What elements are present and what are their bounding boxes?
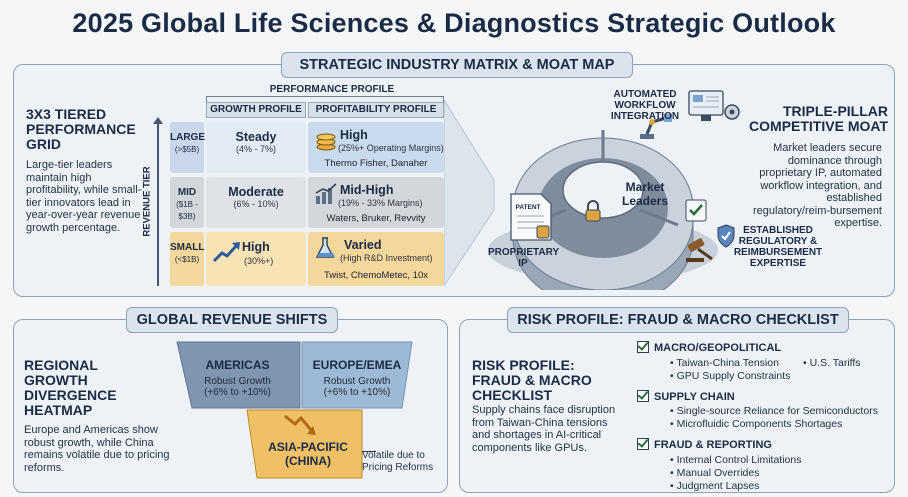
region-americas: AMERICAS Robust Growth (+6% to +10%) [180,358,295,398]
checklist-clipboard-icon [685,199,707,222]
risk-item: Judgment Lapses [670,480,760,492]
revenue-description: Europe and Americas show robust growth, … [24,424,170,474]
region-europe-range: (+6% to +10%) [323,387,391,398]
moat-description: Market leaders secure dominance through … [753,142,882,229]
checkbox-checked-icon [637,341,649,353]
mid-growth-range: (6% - 10%) [233,199,279,209]
revenue-tier-axis [157,122,159,286]
risk-item: GPU Supply Constraints [670,370,791,382]
page-title: 2025 Global Life Sciences & Diagnostics … [72,8,836,38]
bar-chart-icon [315,183,337,204]
checkbox-checked-icon [637,390,649,402]
coin-stack-icon [316,133,336,151]
risk-item: U.S. Tariffs [803,357,861,369]
tier-large-range: (>$5B) [174,145,200,154]
large-growth-value: Steady [235,130,277,144]
region-americas-range: (+6% to +10%) [204,387,271,398]
moat-diagram [488,130,718,290]
patent-document-icon [510,193,552,241]
risk-heading: RISK PROFILE: FRAUD & MACRO CHECKLIST [472,357,592,403]
regional-heatmap [176,341,413,479]
macro-group-title: MACRO/GEOPOLITICAL [637,341,781,354]
pillar-automation-label: AUTOMATED WORKFLOW INTEGRATION [610,89,680,122]
growth-profile-header: GROWTH PROFILE [206,102,306,118]
volatility-zigzag-arrow-icon [284,414,316,435]
small-growth-cell: High (30%+) [206,232,306,286]
matrix-connector-wedge [444,100,495,287]
region-americas-trend: Robust Growth [204,376,271,387]
large-companies: Thermo Fisher, Danaher [324,158,428,169]
mid-profit-range: (19% - 33% Margins) [338,198,423,208]
matrix-banner: STRATEGIC INDUSTRY MATRIX & MOAT MAP [281,52,633,78]
performance-profile-bracket [206,96,444,102]
region-americas-name: AMERICAS [205,358,270,372]
lab-flask-icon [315,237,335,258]
large-profit-value: High [340,128,368,142]
moat-heading: TRIPLE-PILLAR COMPETITIVE MOAT [749,103,888,134]
mid-profit-value: Mid-High [340,183,394,197]
tier-mid-range: ($1B - $3B) [176,200,198,221]
asia-callout-line [362,451,376,452]
region-europe-name: EUROPE/EMEA [312,358,402,372]
mid-profit-cell: Mid-High (19% - 33% Margins) Waters, Bru… [308,177,444,228]
region-europe: EUROPE/EMEA Robust Growth (+6% to +10%) [307,358,407,398]
small-profit-range: (High R&D Investment) [340,253,433,263]
asia-callout: Volatile due to Pricing Reforms [362,450,434,473]
small-profit-value: Varied [344,238,382,252]
revenue-tier-arrow-icon [153,117,163,124]
moat-center-label: Market Leaders [621,180,669,208]
profitability-profile-header: PROFITABILITY PROFILE [308,102,444,118]
small-growth-range: (30%+) [244,256,274,266]
workflow-robot-arm-icon [640,114,672,139]
workflow-monitor-icon [688,90,740,121]
performance-profile-label: PERFORMANCE PROFILE [269,84,395,95]
large-profit-range: (25%+ Operating Margins) [338,143,444,153]
risk-item: Microfluidic Components Shortages [670,418,843,430]
region-europe-trend: Robust Growth [323,376,391,387]
pillar-ip-label: PROPRIETARY IP [488,247,560,269]
fraud-group-title: FRAUD & REPORTING [637,438,772,451]
shield-icon [717,224,735,248]
trend-up-arrow-icon [212,242,240,263]
risk-banner: RISK PROFILE: FRAUD & MACRO CHECKLIST [507,307,849,333]
tier-mid: MID ($1B - $3B) [170,177,204,228]
large-profit-cell: High (25%+ Operating Margins) Thermo Fis… [308,122,444,173]
padlock-icon [585,200,601,222]
mid-companies: Waters, Bruker, Revvity [326,213,426,224]
grid-description: Large-tier leaders maintain high profita… [26,159,142,234]
grid-heading: 3x3 TIERED PERFORMANCE GRID [26,106,136,152]
small-growth-value: High [242,240,270,254]
revenue-heading: REGIONAL GROWTH DIVERGENCE HEATMAP [24,357,117,418]
risk-item: Single-source Reliance for Semiconductor… [670,405,878,417]
large-growth-range: (4% - 7%) [235,144,276,154]
supply-group-title: SUPPLY CHAIN [637,390,735,403]
tier-large: LARGE (>$5B) [170,122,205,173]
mid-growth-cell: Moderate (6% - 10%) [206,177,306,228]
checkbox-checked-icon [637,438,649,450]
tier-small: SMALL (<$1B) [170,232,204,286]
revenue-tier-label: REVENUE TIER [141,166,153,237]
tier-small-range: (<$1B) [174,255,200,264]
tier-large-label: LARGE [170,132,205,143]
mid-growth-value: Moderate [228,185,284,199]
patent-label: PATENT [515,204,541,211]
gavel-icon [686,238,713,262]
risk-item: Manual Overrides [670,467,760,479]
tier-mid-label: MID [177,187,197,198]
region-asia-name: ASIA-PACIFIC (CHINA) [268,440,348,468]
risk-description: Supply chains face disruption from Taiwa… [472,404,616,454]
small-profit-cell: Varied (High R&D Investment) Twist, Chem… [308,232,444,286]
small-companies: Twist, ChemoMetec, 10x [323,270,428,281]
tier-small-label: SMALL [170,242,205,253]
large-growth-cell: Steady (4% - 7%) [206,122,306,173]
revenue-banner: GLOBAL REVENUE SHIFTS [126,307,338,333]
risk-item: Internal Control Limitations [670,454,802,466]
risk-item: Taiwan-China Tension [670,357,779,369]
pillar-regulatory-label: ESTABLISHED REGULATORY & REIMBURSEMENT E… [733,225,823,269]
